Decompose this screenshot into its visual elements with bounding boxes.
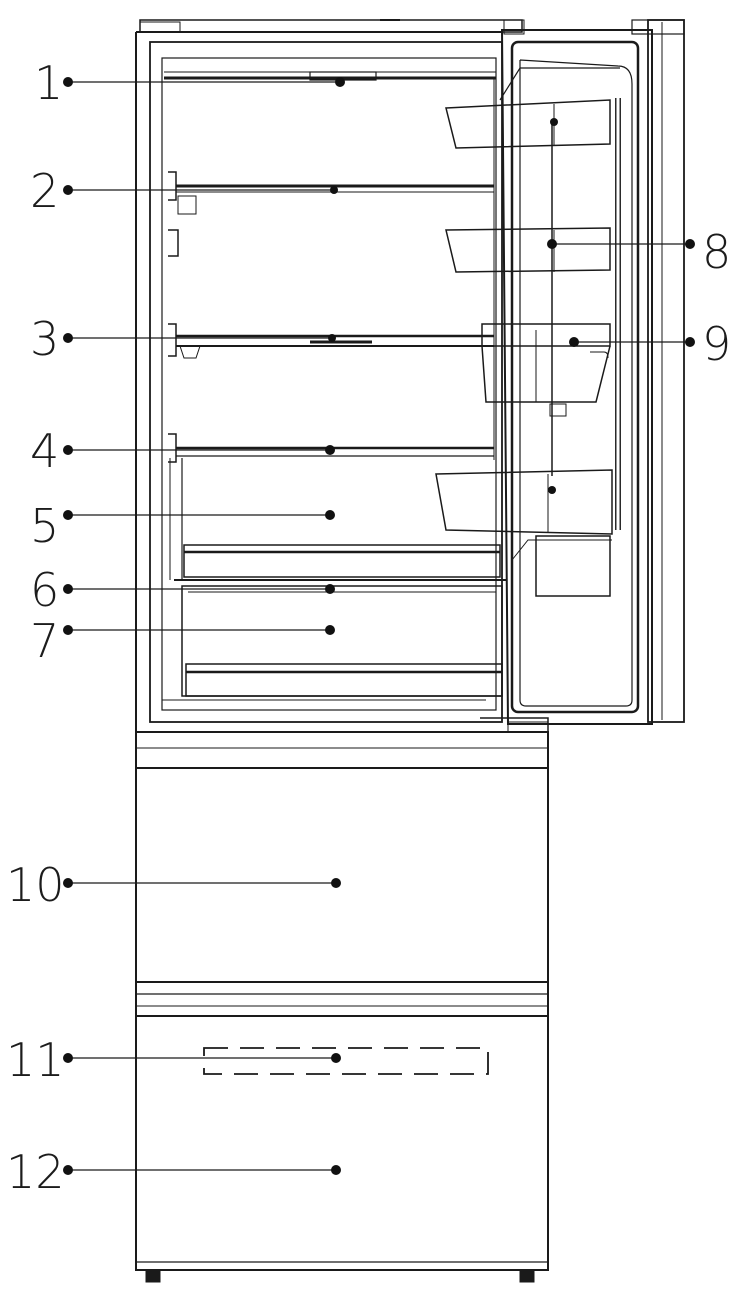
- dot-6-start: [63, 584, 73, 594]
- dot-6-end: [325, 584, 335, 594]
- crisper-drawers: [174, 544, 506, 697]
- dot-2-start: [63, 185, 73, 195]
- dot-8-end: [685, 239, 695, 249]
- callout-1: 1: [34, 56, 63, 110]
- dot-9-start: [569, 337, 579, 347]
- fridge-cabinet: [135, 19, 549, 1271]
- dot-1-end: [335, 77, 345, 87]
- dot-9-end: [685, 337, 695, 347]
- callout-9: 9: [702, 317, 731, 371]
- dot-4-start: [63, 445, 73, 455]
- callout-5: 5: [30, 499, 59, 553]
- callout-12: 12: [6, 1145, 65, 1199]
- dot-10-end: [331, 878, 341, 888]
- callout-4: 4: [30, 424, 59, 478]
- dot-extra-lowerbin: [548, 486, 556, 494]
- dot-4-end: [325, 445, 335, 455]
- dot-12-start: [63, 1165, 73, 1175]
- callout-3: 3: [30, 312, 59, 366]
- dot-7-start: [63, 625, 73, 635]
- dot-12-end: [331, 1165, 341, 1175]
- interior-shelves: [164, 71, 496, 580]
- callout-dots: [63, 77, 695, 1175]
- callout-10: 10: [6, 858, 65, 912]
- callout-8: 8: [702, 225, 731, 279]
- dot-extra-bin: [550, 118, 558, 126]
- dot-1-start: [63, 77, 73, 87]
- dot-5-start: [63, 510, 73, 520]
- dot-3-start: [63, 333, 73, 343]
- freezer-section: [135, 731, 549, 1283]
- dot-11-start: [63, 1053, 73, 1063]
- callout-2: 2: [30, 164, 59, 218]
- dot-10-start: [63, 878, 73, 888]
- dot-2-end: [330, 186, 338, 194]
- dot-7-end: [325, 625, 335, 635]
- callout-labels: 1 2 3 4 5 6 7 8 9 10 11 12: [6, 56, 731, 1199]
- callout-11: 11: [6, 1033, 65, 1087]
- fridge-door: [435, 19, 685, 725]
- dot-8-start: [547, 239, 557, 249]
- dot-5-end: [325, 510, 335, 520]
- callout-leaders: [68, 81, 690, 1171]
- callout-7: 7: [30, 614, 59, 668]
- callout-6: 6: [30, 563, 59, 617]
- dot-3-end: [328, 334, 336, 342]
- dot-11-end: [331, 1053, 341, 1063]
